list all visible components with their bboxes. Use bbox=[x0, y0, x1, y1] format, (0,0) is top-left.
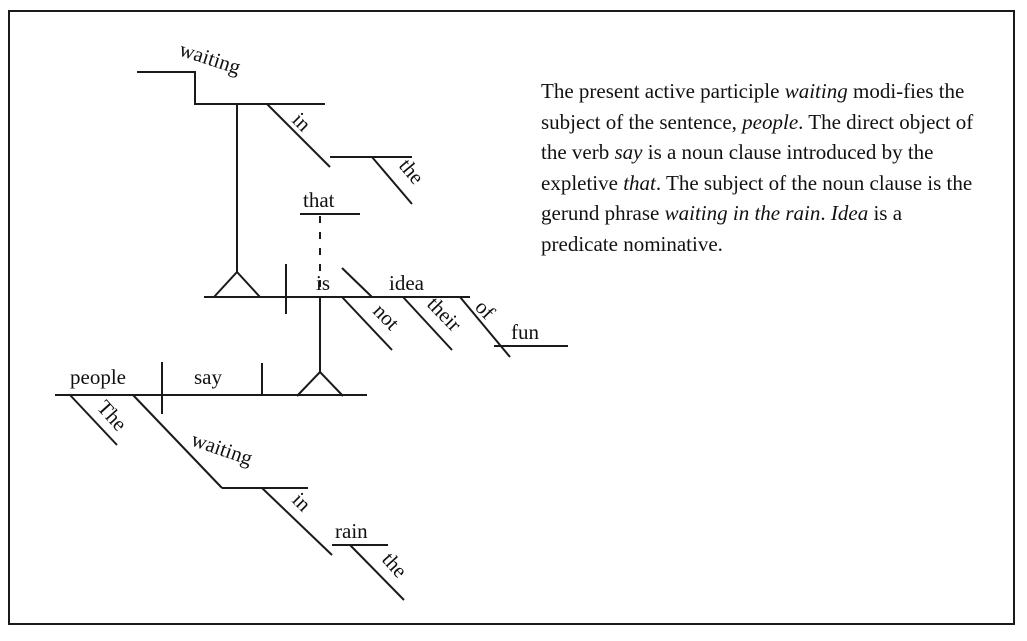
word-their: their bbox=[422, 292, 466, 336]
slant-waiting-bottom bbox=[132, 394, 223, 489]
caption-italic: say bbox=[614, 140, 643, 164]
caption-text: . The direct object of the verb bbox=[541, 109, 974, 165]
caption-text: is a predicate nominative. bbox=[541, 201, 903, 256]
slant-in-top bbox=[266, 103, 331, 168]
caption-text: The present active participle bbox=[541, 79, 785, 103]
caption-text: . bbox=[820, 201, 831, 225]
word-idea: idea bbox=[389, 271, 425, 295]
caption-paragraph: The present active participle waiting mo… bbox=[541, 76, 981, 259]
diagram-caption: The present active participle waiting mo… bbox=[541, 76, 981, 259]
diagram-frame bbox=[8, 10, 1015, 625]
participle-step-line bbox=[137, 71, 325, 105]
word-say: say bbox=[194, 365, 222, 389]
slant-in-bottom bbox=[261, 487, 333, 556]
word-fun: fun bbox=[511, 320, 539, 344]
word-the-subject: The bbox=[92, 395, 132, 435]
word-waiting-top: waiting bbox=[176, 37, 244, 79]
word-that: that bbox=[303, 188, 335, 212]
caption-text: is a noun clause introduced by the exple… bbox=[541, 140, 934, 195]
slant-the-bottom bbox=[349, 544, 405, 601]
word-is: is bbox=[316, 271, 330, 295]
pedestal-gerund bbox=[213, 270, 261, 298]
caption-text: . The subject of the noun clause is the … bbox=[541, 170, 973, 226]
slant-their bbox=[402, 296, 453, 351]
slant-not bbox=[341, 296, 393, 351]
word-in-bottom: in bbox=[287, 488, 316, 517]
caption-italic: people bbox=[742, 109, 799, 134]
word-of: of bbox=[470, 295, 499, 324]
caption-italic: that bbox=[623, 170, 656, 195]
word-the-top: the bbox=[394, 154, 429, 189]
caption-text: modi-fies the subject of the sentence, bbox=[541, 79, 965, 134]
word-in-top: in bbox=[287, 108, 316, 137]
word-rain: rain bbox=[335, 519, 368, 543]
divider-predicate-nominative bbox=[341, 267, 373, 298]
word-people: people bbox=[70, 365, 126, 389]
caption-italic: waiting in the rain bbox=[664, 201, 821, 225]
caption-italic: waiting bbox=[784, 79, 848, 103]
slant-the-top bbox=[371, 156, 413, 205]
slant-the-subject bbox=[69, 394, 118, 446]
caption-italic: Idea bbox=[830, 201, 869, 225]
pedestal-noun-clause bbox=[296, 370, 344, 397]
